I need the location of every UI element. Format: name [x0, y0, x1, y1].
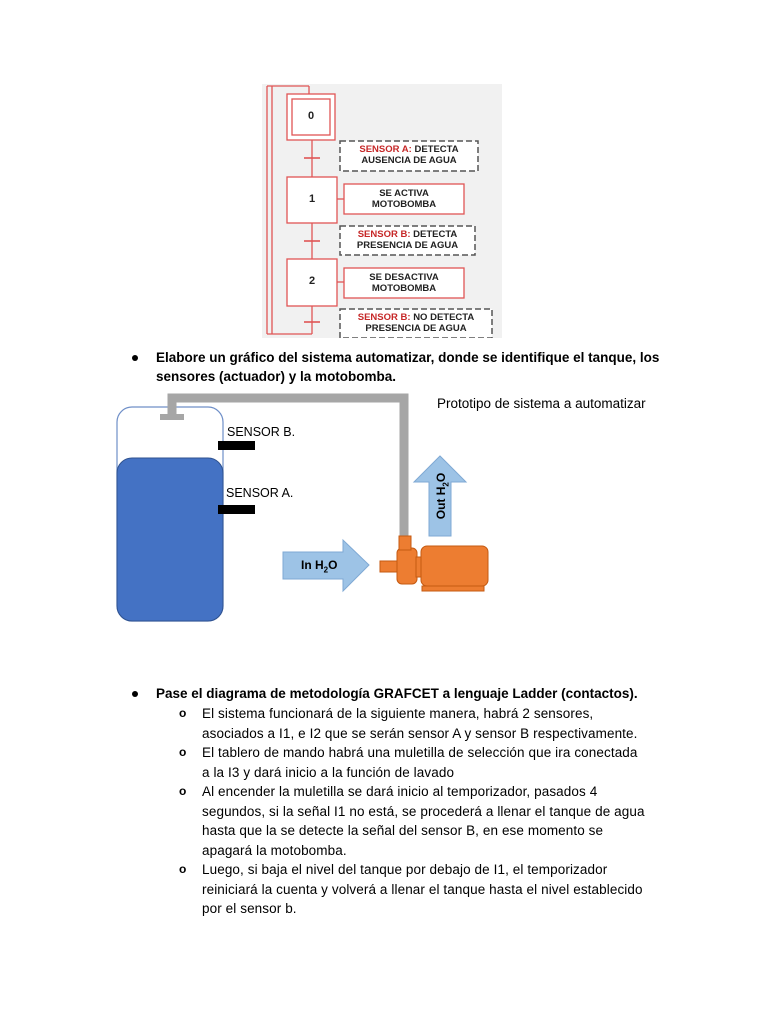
- action-box-2: [343, 267, 465, 299]
- sub-item-line: Al encender la muletilla se dará inicio …: [202, 784, 598, 799]
- action-box-1: [343, 183, 465, 215]
- sub-item-line: El tablero de mando habrá una muletilla …: [202, 745, 638, 760]
- pipe-nozzle: [160, 414, 184, 420]
- condition-box-3: [339, 308, 493, 338]
- step-2-label: 2: [308, 275, 316, 287]
- step-1-label: 1: [308, 193, 316, 205]
- step-0-label: 0: [307, 110, 315, 122]
- out-h2o-label: Out H2O: [434, 472, 451, 520]
- bullet-1-dot: [132, 355, 138, 361]
- sub-item-line: reiniciará la cuenta y volverá a llenar …: [202, 881, 643, 897]
- action-2-text: SE DESACTIVA MOTOBOMBA: [369, 272, 439, 294]
- sensor-a-bar: [218, 505, 255, 514]
- sensor-b-label: SENSOR B.: [227, 425, 296, 439]
- tank-water: [116, 457, 224, 622]
- grafcet-svg: [266, 85, 493, 338]
- sub-item-line: por el sensor b.: [202, 901, 297, 916]
- sub-item-marker: o: [179, 706, 187, 720]
- condition-box-2: [339, 225, 476, 256]
- sub-item-marker: o: [179, 745, 187, 759]
- condition-3-text: SENSOR B: NO DETECTA PRESENCIA DE AGUA: [357, 312, 475, 334]
- sensor-a-label: SENSOR A.: [226, 486, 294, 500]
- pump: [379, 535, 489, 592]
- bullet-1-text: Elabore un gráfico del sistema automatiz…: [156, 350, 660, 384]
- sub-item-line: apagará la motobomba.: [202, 842, 347, 858]
- in-h2o-label: In H2O: [301, 558, 338, 575]
- sub-item-line: asociados a I1, e I2 que se serán sensor…: [202, 725, 638, 741]
- diagram-title: Prototipo de sistema a automatizar: [437, 396, 646, 411]
- sub-item-marker: o: [179, 784, 187, 798]
- sub-item-line: Luego, si baja el nivel del tanque por d…: [202, 862, 608, 877]
- action-1-text: SE ACTIVA MOTOBOMBA: [371, 188, 437, 210]
- sensor-b-bar: [218, 441, 255, 450]
- step-0-inner: [291, 98, 331, 136]
- step-2-box: [286, 258, 338, 307]
- condition-2-text: SENSOR B: DETECTA PRESENCIA DE AGUA: [356, 229, 459, 251]
- in-arrow: [282, 538, 370, 593]
- sub-item-marker: o: [179, 862, 187, 876]
- sub-item-line: a la I3 y dará inicio a la función de la…: [202, 764, 455, 780]
- sub-item-line: segundos, si la señal I1 no está, se pro…: [202, 803, 645, 819]
- grafcet-diagram: 0 1 2 SENSOR A: DETECTA AUSENCIA DE AGUA…: [262, 84, 502, 338]
- condition-box-1: [339, 140, 479, 172]
- system-diagram-svg: [116, 393, 489, 622]
- step-1-box: [286, 176, 338, 224]
- condition-1-text: SENSOR A: DETECTA AUSENCIA DE AGUA: [359, 144, 459, 166]
- pipe: [167, 393, 409, 540]
- bullet-2-dot: [132, 691, 138, 697]
- out-arrow: [412, 455, 468, 537]
- bullet-2-heading: Pase el diagrama de metodología GRAFCET …: [156, 686, 638, 701]
- sub-item-line: El sistema funcionará de la siguiente ma…: [202, 706, 594, 721]
- sub-item-line: hasta que la se detecte la señal del sen…: [202, 823, 604, 838]
- system-diagram: Prototipo de sistema a automatizar SENSO…: [0, 390, 768, 630]
